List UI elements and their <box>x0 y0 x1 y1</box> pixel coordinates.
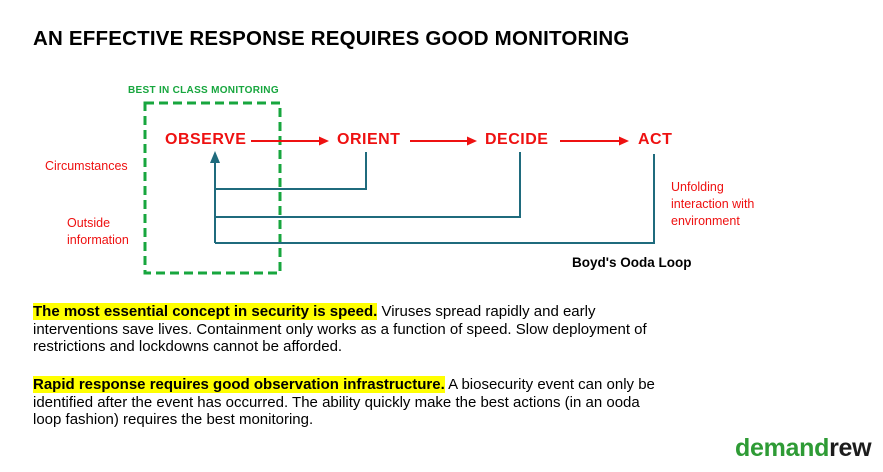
slide-title: AN EFFECTIVE RESPONSE REQUIRES GOOD MONI… <box>33 27 630 50</box>
feedback-lines <box>210 151 655 244</box>
stage-decide: DECIDE <box>485 131 549 148</box>
paragraph-line: The most essential concept in security i… <box>33 303 647 321</box>
paragraph-line: restrictions and lockdowns cannot be aff… <box>33 338 647 356</box>
label-circumstances: Circumstances <box>45 159 128 173</box>
monitoring-box-label: BEST IN CLASS MONITORING <box>128 85 279 96</box>
paragraph-line: identified after the event has occurred.… <box>33 394 655 412</box>
body-text: Viruses spread rapidly and early <box>377 303 596 320</box>
paragraph-observation: Rapid response requires good observation… <box>33 376 655 429</box>
feedback-orient-line <box>215 152 367 190</box>
feedback-up-arrowhead-icon <box>210 151 220 163</box>
body-text: interventions save lives. Containment on… <box>33 320 647 338</box>
highlighted-text: The most essential concept in security i… <box>33 303 378 320</box>
body-text: identified after the event has occurred.… <box>33 393 640 411</box>
logo-text-green: demand <box>735 434 830 462</box>
body-text: restrictions and lockdowns cannot be aff… <box>33 338 343 356</box>
feedback-decide-line <box>215 152 521 218</box>
logo-text-dark: rew <box>829 434 872 462</box>
paragraph-line: interventions save lives. Containment on… <box>33 321 647 339</box>
monitoring-dashed-box <box>143 101 282 275</box>
arrowhead-act-icon <box>619 136 629 146</box>
diagram-lines <box>143 101 655 275</box>
label-outside-information: Outside information <box>67 215 129 249</box>
paragraph-speed: The most essential concept in security i… <box>33 303 647 356</box>
forward-arrows <box>251 136 629 146</box>
label-unfolding-interaction: Unfolding interaction with environment <box>671 179 754 230</box>
label-outside-line2: information <box>67 233 129 247</box>
feedback-act-line <box>215 154 655 244</box>
ooda-loop-diagram: BEST IN CLASS MONITORING OBSERVE ORIENT … <box>45 85 754 275</box>
body-text: loop fashion) requires the best monitori… <box>33 411 314 429</box>
diagram-caption: Boyd's Ooda Loop <box>572 255 692 270</box>
arrowhead-orient-icon <box>319 136 329 146</box>
label-unfolding-line3: environment <box>671 214 740 228</box>
paragraph-line: Rapid response requires good observation… <box>33 376 655 394</box>
stage-orient: ORIENT <box>337 131 401 148</box>
stage-act: ACT <box>638 131 673 148</box>
label-unfolding-line2: interaction with <box>671 197 755 211</box>
highlighted-text: Rapid response requires good observation… <box>33 376 445 393</box>
stage-observe: OBSERVE <box>165 131 247 148</box>
paragraph-line: loop fashion) requires the best monitori… <box>33 411 655 429</box>
arrowhead-decide-icon <box>467 136 477 146</box>
label-unfolding-line1: Unfolding <box>671 180 724 194</box>
demandrew-logo: demandrew <box>735 434 872 463</box>
body-text: A biosecurity event can only be <box>444 376 655 393</box>
label-outside-line1: Outside <box>67 216 111 230</box>
